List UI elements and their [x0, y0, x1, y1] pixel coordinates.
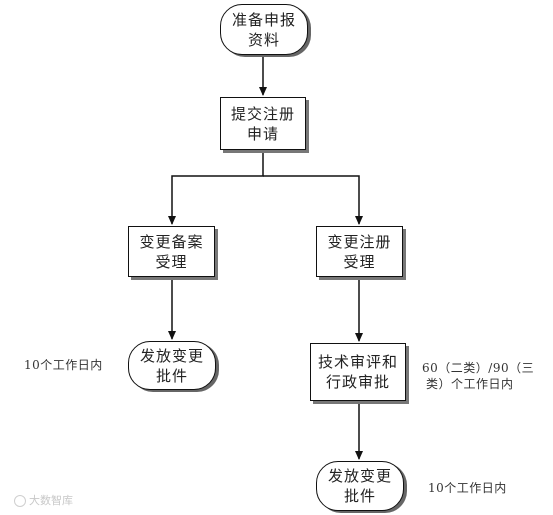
note-review-duration: 60（二类）/90（三 类）个工作日内 [422, 360, 552, 392]
note-left-duration: 10个工作日内 [24, 358, 103, 372]
node-label: 技术审评和 [317, 353, 398, 371]
node-label: 资料 [247, 30, 280, 49]
node-issue-approval-left: 发放变更 批件 [128, 341, 216, 390]
node-label: 受理 [343, 252, 376, 271]
note-line: 60（二类）/90（三 [422, 361, 535, 375]
note-line: 类）个工作日内 [426, 377, 514, 391]
node-submit-application: 提交注册 申请 [220, 97, 306, 150]
node-label: 行政审批 [325, 373, 390, 391]
branch-connector-right [263, 175, 363, 225]
branch-connector [168, 150, 264, 225]
node-prepare-materials: 准备申报 资料 [220, 4, 308, 55]
node-label: 提交注册 [230, 104, 295, 123]
node-label: 受理 [155, 252, 188, 271]
node-label: 变更注册 [327, 232, 392, 251]
node-label: 准备申报 [231, 10, 296, 29]
watermark-text: 大数智库 [29, 494, 73, 507]
watermark: 大数智库 [14, 494, 73, 508]
node-label: 批件 [343, 487, 376, 505]
node-label: 申请 [246, 124, 279, 143]
watermark-logo-icon [14, 495, 26, 507]
node-record-acceptance: 变更备案 受理 [128, 226, 215, 277]
node-register-acceptance: 变更注册 受理 [316, 226, 403, 277]
node-label: 发放变更 [139, 346, 204, 365]
note-right-duration: 10个工作日内 [428, 481, 507, 495]
node-issue-approval-right: 发放变更 批件 [316, 461, 404, 511]
node-label: 变更备案 [139, 232, 204, 251]
node-label: 发放变更 [327, 467, 392, 485]
node-technical-review: 技术审评和 行政审批 [310, 343, 406, 401]
node-label: 批件 [155, 366, 188, 385]
